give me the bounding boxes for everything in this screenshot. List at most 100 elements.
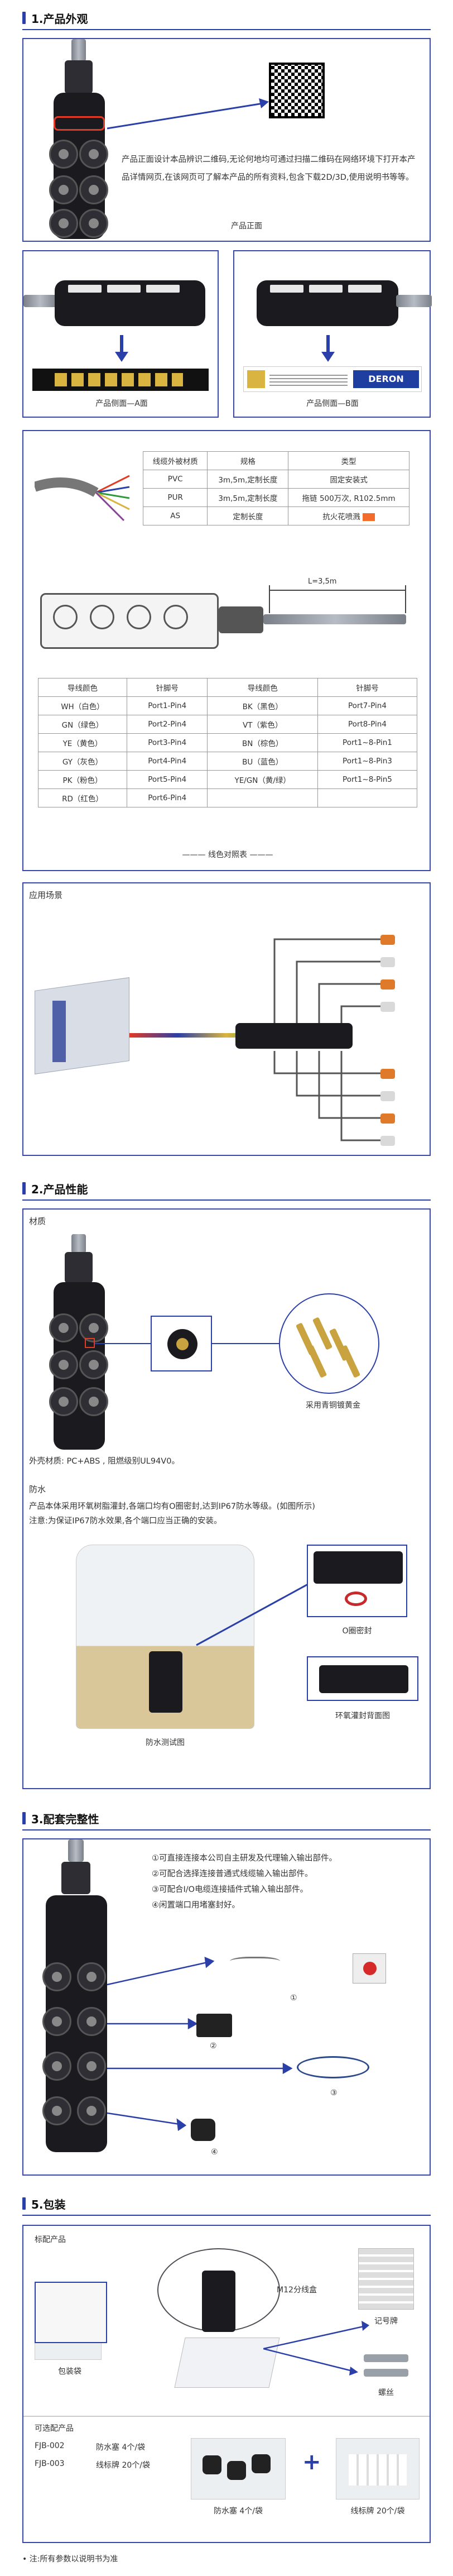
section-divider	[22, 29, 431, 30]
side-a-label-strip	[32, 369, 209, 391]
brass-caption: 采用青铜镀黄金	[306, 1401, 360, 1410]
tag-bag	[336, 2438, 420, 2499]
optional-title: 可选配产品	[35, 2424, 74, 2433]
port	[49, 209, 78, 238]
cable-top	[71, 39, 86, 61]
plug-bag	[191, 2438, 286, 2499]
side-a-panel: 产品侧面—A面	[22, 250, 219, 418]
side-b-label-strip: DERON	[243, 366, 422, 392]
water-test-caption: 防水测试图	[146, 1738, 185, 1747]
potting-caption: 环氧灌封背面图	[335, 1712, 390, 1720]
side-b-panel: DERON 产品侧面—B面	[233, 250, 432, 418]
connector-outline-drawing	[40, 593, 219, 649]
accessory-arrows	[107, 1956, 293, 2131]
screw-caption: 螺丝	[378, 2388, 394, 2397]
performance-panel: 材质 采用青铜镀黄金 外壳材质: PC+ABS , 阻燃级别UL94V0。 防水…	[22, 1208, 431, 1789]
table-row: PUR 3m,5m,定制长度 拖链 500万次, R102.5mm	[142, 488, 409, 507]
oring-closeup	[307, 1545, 407, 1617]
appearance-description: 产品正面设计本品辨识二维码,无论何地均可通过扫描二维码在网络环境下打开本产品详情…	[122, 155, 416, 182]
screw	[364, 2354, 408, 2362]
port	[79, 175, 108, 204]
completeness-item: ②可配合选择连接普通式线缆输入输出部件。	[152, 1870, 313, 1879]
push-button-accessory	[353, 1953, 386, 1984]
cable-spec-panel: 线缆外被材质 规格 类型 PVC 3m,5m,定制长度 固定安装式 PUR 3m…	[22, 430, 431, 871]
table-row: AS 定制长度 抗火花喷溅	[142, 506, 409, 525]
section-3-title: 3.配套完整性	[22, 1807, 99, 1829]
cable-cross-section	[35, 475, 130, 522]
packaging-panel: 标配产品 包装袋 M12分线盒 记号牌 螺丝 可选配产品 FJB-002 防水塞…	[22, 2225, 431, 2543]
water-test-jar	[76, 1545, 254, 1729]
potting-closeup	[307, 1656, 418, 1701]
sensor	[380, 935, 395, 945]
wire-table-caption: ——— 线色对照表 ———	[182, 850, 273, 859]
pins-closeup	[279, 1293, 379, 1394]
control-cabinet	[35, 977, 129, 1074]
material-title: 材质	[29, 1216, 46, 1226]
m12-caption: M12分线盒	[277, 2286, 317, 2295]
completeness-panel: ①可直接连接本公司自主研发及代理输入输出部件。 ②可配合选择连接普通式线缆输入输…	[22, 1838, 431, 2176]
field-connector	[196, 2014, 232, 2037]
waterproof-title: 防水	[29, 1484, 46, 1494]
port-cap	[348, 285, 382, 293]
front-view-panel: 产品正面设计本品辨识二维码,无论何地均可通过扫描二维码在网络环境下打开本产品详情…	[22, 38, 431, 242]
section-2-title: 2.产品性能	[22, 1177, 88, 1199]
dimension-label: L=3,5m	[308, 577, 337, 586]
signal-cable	[129, 1033, 274, 1038]
waterproof-text-2: 注意:为保证IP67防水效果,各个端口应当正确的安装。	[29, 1517, 222, 1526]
footnote: • 注:所有参数以说明书为准	[22, 2555, 118, 2564]
io-cable	[297, 2056, 369, 2078]
standard-title: 标配产品	[35, 2235, 66, 2244]
sensor	[380, 979, 395, 990]
sensor	[380, 1136, 395, 1146]
sensor	[380, 957, 395, 967]
oring-caption: O圈密封	[342, 1627, 372, 1636]
table-header: 线缆外被材质	[142, 451, 208, 470]
sensor	[380, 1113, 395, 1124]
port-cap	[309, 285, 343, 293]
gland-outline	[219, 606, 263, 633]
cable	[23, 295, 57, 307]
section-divider	[22, 2215, 431, 2216]
gland	[65, 60, 93, 94]
plug-caption: 防水塞 4个/袋	[213, 2507, 263, 2516]
port-cap	[270, 285, 303, 293]
cable	[396, 295, 432, 307]
branch-cables	[273, 938, 392, 1141]
option-code: FJB-002	[35, 2441, 65, 2450]
section-5-title: 5.包装	[22, 2192, 66, 2215]
table-row: RD（红色）Port6-Pin4	[38, 788, 418, 807]
section-divider	[22, 1199, 431, 1201]
port-cap	[146, 285, 180, 293]
table-row: PVC 3m,5m,定制长度 固定安装式	[142, 470, 409, 489]
marker-sheet	[358, 2248, 414, 2310]
marker-caption: 记号牌	[374, 2317, 398, 2326]
sensor	[380, 1091, 395, 1101]
option-code: FJB-003	[35, 2459, 65, 2468]
arrow-down	[115, 335, 128, 362]
sensor-cable	[230, 1957, 280, 1968]
plus-sign: +	[302, 2449, 321, 2475]
screw	[364, 2369, 408, 2377]
port-cap	[68, 285, 102, 293]
sensor	[380, 1002, 395, 1012]
tag-caption: 线标牌 20个/袋	[350, 2507, 405, 2516]
cable-length	[263, 614, 406, 624]
section-divider	[22, 1829, 431, 1831]
bag-caption: 包装袋	[58, 2367, 81, 2376]
section-1-title: 1.产品外观	[22, 7, 88, 29]
port	[49, 175, 78, 204]
table-header: 规格	[207, 451, 289, 470]
port	[49, 140, 78, 169]
spark-color-swatch	[363, 513, 375, 521]
connector-in-scene	[235, 1023, 353, 1049]
table-header: 类型	[288, 451, 409, 470]
option-desc: 线标牌 20个/袋	[96, 2461, 150, 2470]
front-caption: 产品正面	[231, 222, 262, 231]
qr-code	[269, 63, 325, 118]
